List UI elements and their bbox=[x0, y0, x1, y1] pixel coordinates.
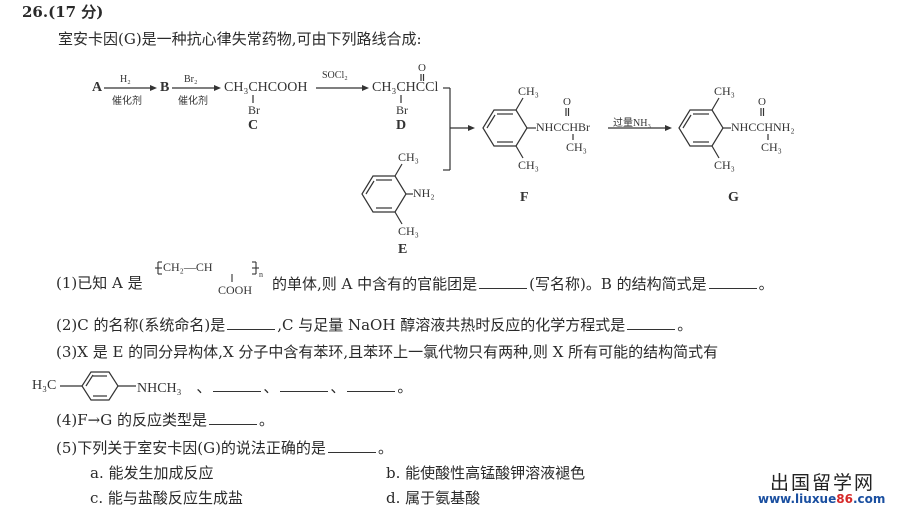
separator: 、 bbox=[330, 378, 346, 396]
part-1-text-c: 。 bbox=[758, 275, 774, 293]
answer-blank-3b[interactable] bbox=[280, 377, 329, 392]
compound-c-label: C bbox=[248, 118, 259, 133]
benzene-ring-e bbox=[361, 163, 413, 225]
part-5-text-c: 。 bbox=[377, 439, 393, 457]
compound-g-carbonyl-o: O bbox=[758, 96, 766, 108]
part-3-end: 。 bbox=[397, 378, 413, 396]
watermark-url-prefix: www.liuxue bbox=[758, 492, 837, 506]
compound-d-label: D bbox=[396, 118, 407, 133]
benzene-ring-x-example bbox=[60, 371, 136, 401]
part-2-text-c: 。 bbox=[677, 316, 693, 334]
watermark-url: www.liuxue86.com bbox=[758, 492, 885, 506]
answer-blank-1a[interactable] bbox=[479, 274, 528, 289]
reagent-c-d-above: SOCl₂ bbox=[322, 70, 348, 81]
benzene-ring-g bbox=[678, 97, 769, 159]
compound-f-ch3-bottom: CH₃ bbox=[518, 158, 539, 172]
compound-f-carbonyl-o: O bbox=[563, 96, 571, 108]
part-5-text-a: (5)下列关于室安卡因(G)的说法正确的是 bbox=[56, 439, 326, 457]
compound-c-formula: CH₃CHCOOH bbox=[224, 80, 308, 95]
compound-g-ch3-bottom: CH₃ bbox=[714, 158, 735, 172]
part-1-prefix: (1)已知 A 是 bbox=[56, 274, 143, 292]
part-4-text-c: 。 bbox=[258, 411, 274, 429]
compound-e-ch3-bottom: CH₃ bbox=[398, 224, 419, 238]
question-points: (17 分) bbox=[48, 3, 104, 21]
compound-d-br: Br bbox=[396, 103, 408, 117]
separator: 、 bbox=[196, 378, 212, 396]
answer-blank-1b[interactable] bbox=[708, 274, 757, 289]
arrowhead-b-to-c bbox=[214, 85, 221, 91]
answer-blank-3a[interactable] bbox=[213, 377, 262, 392]
compound-d-carbonyl-o: O bbox=[418, 62, 426, 74]
question-header: 26.(17 分) bbox=[22, 3, 103, 21]
option-c[interactable]: c. 能与盐酸反应生成盐 bbox=[90, 489, 243, 507]
reagent-b-c-above: Br₂ bbox=[184, 74, 198, 85]
part-4-question: (4)F→G 的反应类型是 。 bbox=[56, 410, 274, 429]
compound-d-formula: CH₃CHCCl bbox=[372, 80, 439, 95]
compound-e-label: E bbox=[398, 242, 408, 257]
answer-blank-4[interactable] bbox=[208, 410, 257, 425]
option-b[interactable]: b. 能使酸性高锰酸钾溶液褪色 bbox=[386, 464, 586, 482]
compound-f-label: F bbox=[520, 190, 529, 205]
reagent-a-b-above: H₂ bbox=[120, 74, 131, 85]
part-2-question: (2)C 的名称(系统命名)是 ,C 与足量 NaOH 醇溶液共热时反应的化学方程… bbox=[56, 315, 692, 334]
arrowhead-de-to-f bbox=[468, 125, 475, 131]
answer-blank-3c[interactable] bbox=[347, 377, 396, 392]
benzene-ring-f bbox=[482, 97, 574, 159]
watermark-url-suffix: .com bbox=[852, 492, 886, 506]
separator: 、 bbox=[263, 378, 279, 396]
reagent-f-g-above: 过量NH₃ bbox=[613, 118, 651, 129]
polymer-side-chain: COOH bbox=[218, 283, 253, 297]
part-1-text-b: (写名称)。B 的结构简式是 bbox=[529, 275, 707, 293]
compound-e-nh2: NH₂ bbox=[413, 186, 435, 200]
polymer-brackets bbox=[155, 261, 259, 282]
part-1-question: 的单体,则 A 中含有的官能团是 (写名称)。B 的结构简式是 。 bbox=[272, 274, 774, 293]
compound-f-ch3-side: CH₃ bbox=[566, 140, 587, 154]
part-3-answers: NHCH₃ 、 、 、 。 bbox=[137, 377, 412, 398]
part-2-text-a: (2)C 的名称(系统命名)是 bbox=[56, 316, 226, 334]
polymer-n: n bbox=[259, 270, 263, 279]
option-d[interactable]: d. 属于氨基酸 bbox=[386, 489, 481, 507]
compound-g-label: G bbox=[728, 190, 739, 205]
compound-e-ch3-top: CH₃ bbox=[398, 150, 419, 164]
option-a[interactable]: a. 能发生加成反应 bbox=[90, 464, 214, 482]
part-5-question: (5)下列关于室安卡因(G)的说法正确的是 。 bbox=[56, 438, 393, 457]
watermark-url-number: 86 bbox=[836, 492, 853, 506]
reagent-a-b-below: 催化剂 bbox=[112, 96, 142, 107]
question-number: 26. bbox=[22, 3, 49, 21]
compound-a-label: A bbox=[92, 80, 103, 95]
polymer-main-chain: CH₂—CH bbox=[163, 260, 213, 274]
answer-blank-5[interactable] bbox=[327, 438, 376, 453]
compound-f-amide: NHCCHBr bbox=[536, 120, 591, 134]
compound-g-amide: NHCCHNH₂ bbox=[731, 120, 795, 134]
watermark-site-name: 出国留学网 bbox=[770, 472, 876, 494]
compound-f-ch3-top: CH₃ bbox=[518, 84, 539, 98]
compound-g-ch3-side: CH₃ bbox=[761, 140, 782, 154]
answer-blank-2b[interactable] bbox=[627, 315, 676, 330]
part-4-text-a: (4)F→G 的反应类型是 bbox=[56, 411, 207, 429]
example-structure-right: NHCH₃ bbox=[137, 381, 182, 396]
compound-b-label: B bbox=[160, 80, 170, 95]
arrowhead-a-to-b bbox=[150, 85, 157, 91]
reagent-b-c-below: 催化剂 bbox=[178, 96, 208, 107]
part-3-text-a: (3)X 是 E 的同分异构体,X 分子中含有苯环,且苯环上一氯代物只有两种,则… bbox=[56, 343, 719, 361]
part-1-text-a: 的单体,则 A 中含有的官能团是 bbox=[272, 275, 478, 293]
example-structure-left: H₃C bbox=[32, 378, 57, 393]
compound-c-br: Br bbox=[248, 103, 260, 117]
part-2-text-b: ,C 与足量 NaOH 醇溶液共热时反应的化学方程式是 bbox=[277, 316, 626, 334]
arrowhead-c-to-d bbox=[362, 85, 369, 91]
arrowhead-f-to-g bbox=[665, 125, 672, 131]
question-intro: 室安卡因(G)是一种抗心律失常药物,可由下列路线合成: bbox=[58, 30, 422, 48]
answer-blank-2a[interactable] bbox=[227, 315, 276, 330]
compound-g-ch3-top: CH₃ bbox=[714, 84, 735, 98]
